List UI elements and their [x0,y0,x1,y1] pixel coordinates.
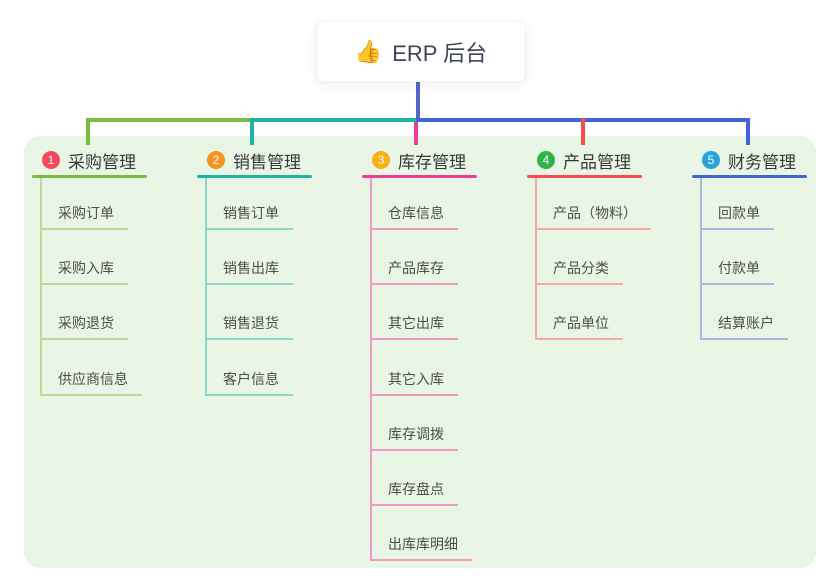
child-node[interactable]: 产品库存 [370,260,458,285]
child-node[interactable]: 结算账户 [700,315,788,340]
branch-title-label: 采购管理 [68,152,136,172]
branch-title-3[interactable]: 3 库存管理 [372,149,466,172]
branch-drop-line [250,118,254,145]
branch-title-underline [692,175,807,178]
branch-sideline [370,178,372,561]
child-node-label: 结算账户 [700,315,788,340]
branch-title-2[interactable]: 2 销售管理 [207,149,301,172]
child-node[interactable]: 仓库信息 [370,205,458,230]
branch-title-label: 产品管理 [563,152,631,172]
child-node[interactable]: 销售订单 [205,205,293,230]
child-node-label: 销售订单 [205,205,293,230]
child-node[interactable]: 产品分类 [535,260,623,285]
root-node[interactable]: 👍 ERP 后台 [316,21,526,82]
child-node-label: 销售出库 [205,260,293,285]
branch-number-badge: 1 [42,151,60,169]
child-node-label: 客户信息 [205,371,293,396]
child-node[interactable]: 出库库明细 [370,536,472,561]
branch-title-5[interactable]: 5 财务管理 [702,149,796,172]
child-node[interactable]: 其它入库 [370,371,458,396]
child-node[interactable]: 客户信息 [205,371,293,396]
branch-number-badge: 3 [372,151,390,169]
branch-number-badge: 2 [207,151,225,169]
child-node-label: 销售退货 [205,315,293,340]
child-node-label: 产品（物料） [535,205,651,230]
child-node[interactable]: 产品单位 [535,315,623,340]
child-node[interactable]: 采购退货 [40,315,128,340]
branch-drop-line [86,118,90,145]
bus-segment [250,118,418,122]
branch-title-underline [362,175,477,178]
child-node-label: 采购退货 [40,315,128,340]
branch-drop-line [414,122,418,145]
branch-number-badge: 4 [537,151,555,169]
child-node-label: 付款单 [700,260,774,285]
child-node-label: 产品库存 [370,260,458,285]
child-node-label: 回款单 [700,205,774,230]
child-node-label: 产品分类 [535,260,623,285]
branch-sideline [205,178,207,396]
branch-sideline [40,178,42,396]
child-node[interactable]: 付款单 [700,260,774,285]
branch-title-label: 财务管理 [728,152,796,172]
thumbs-up-icon: 👍 [354,38,383,64]
branch-sideline [535,178,537,340]
root-title: ERP 后台 [392,40,488,66]
branch-title-underline [32,175,147,178]
child-node[interactable]: 其它出库 [370,315,458,340]
child-node[interactable]: 销售退货 [205,315,293,340]
child-node[interactable]: 采购入库 [40,260,128,285]
child-node[interactable]: 库存盘点 [370,481,458,506]
branch-drop-line [746,118,750,145]
branch-number-badge: 5 [702,151,720,169]
child-node-label: 其它出库 [370,315,458,340]
branch-title-underline [197,175,312,178]
child-node-label: 采购订单 [40,205,128,230]
child-node-label: 采购入库 [40,260,128,285]
branch-title-label: 销售管理 [233,152,301,172]
branches-panel [24,136,816,568]
child-node-label: 库存盘点 [370,481,458,506]
branch-title-underline [527,175,642,178]
branch-title-4[interactable]: 4 产品管理 [537,149,631,172]
child-node[interactable]: 库存调拨 [370,426,458,451]
child-node-label: 产品单位 [535,315,623,340]
branch-title-label: 库存管理 [398,152,466,172]
child-node[interactable]: 销售出库 [205,260,293,285]
branch-title-1[interactable]: 1 采购管理 [42,149,136,172]
child-node[interactable]: 采购订单 [40,205,128,230]
child-node[interactable]: 产品（物料） [535,205,651,230]
trunk-line [416,80,420,122]
child-node[interactable]: 供应商信息 [40,371,142,396]
child-node-label: 仓库信息 [370,205,458,230]
bus-segment [86,118,254,122]
child-node-label: 供应商信息 [40,371,142,396]
child-node-label: 出库库明细 [370,536,472,561]
child-node-label: 其它入库 [370,371,458,396]
child-node-label: 库存调拨 [370,426,458,451]
branch-sideline [700,178,702,340]
branch-drop-line [581,118,585,145]
child-node[interactable]: 回款单 [700,205,774,230]
